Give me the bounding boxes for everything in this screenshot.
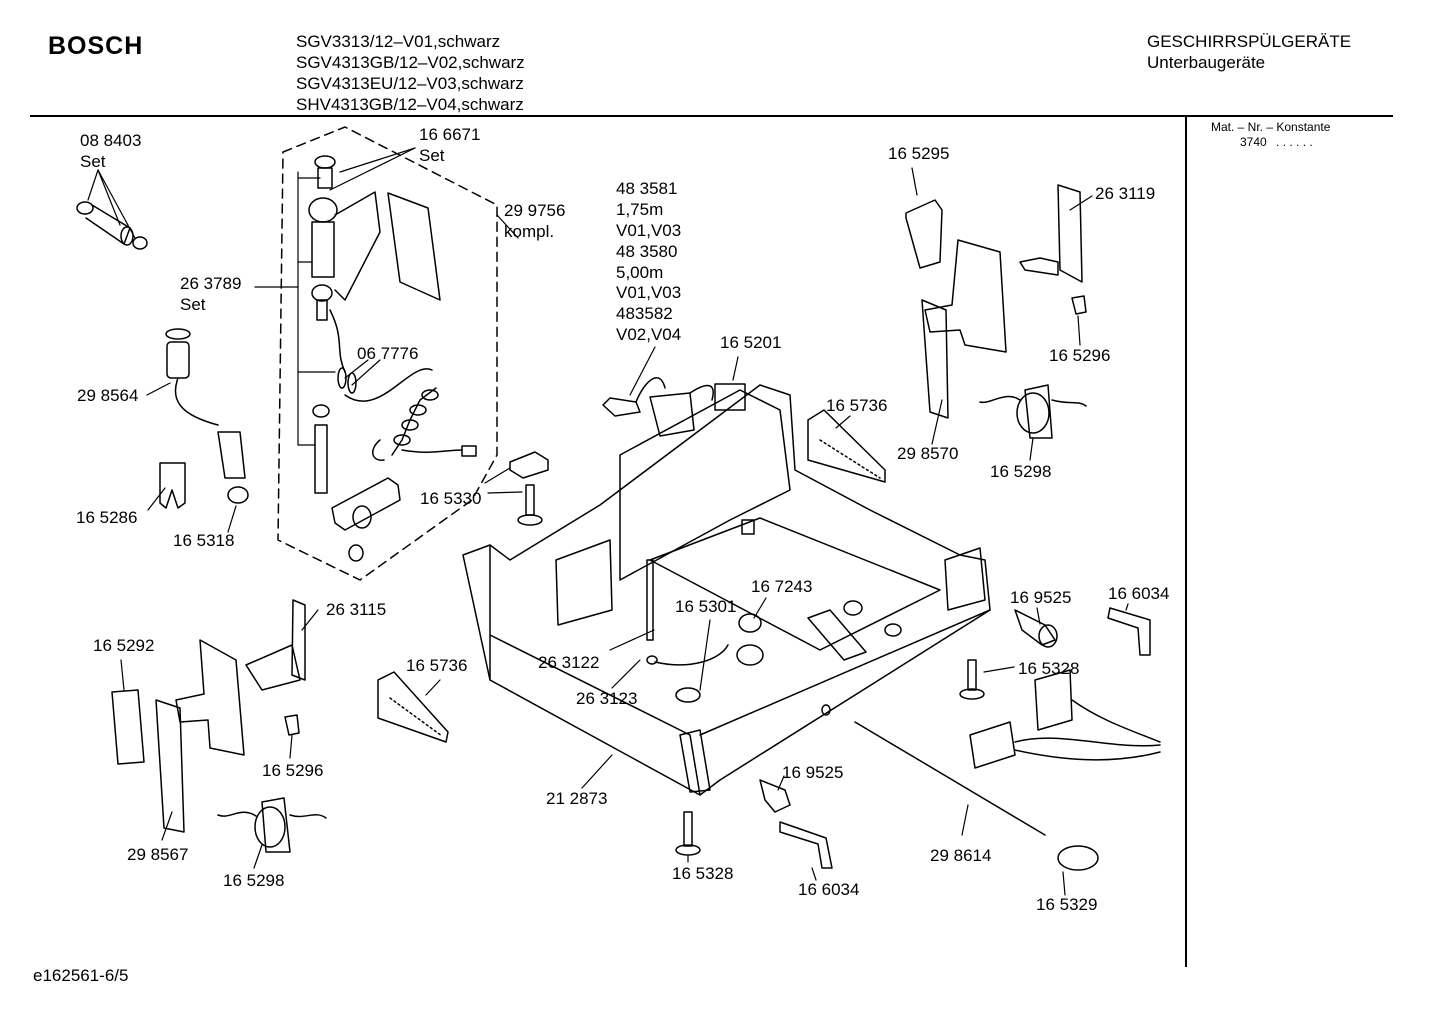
part-label: 16 5328	[672, 864, 733, 883]
part-label: 16 5296	[262, 761, 323, 780]
right-upper-brackets-part	[905, 184, 1087, 439]
model-line: SHV4313GB/12–V04,schwarz	[296, 95, 524, 114]
drain-hose-part	[165, 328, 249, 504]
leader-lines	[87, 147, 1129, 896]
right-lower-parts	[675, 607, 1161, 871]
part-label: 26 3123	[576, 689, 637, 708]
part-label: 16 5286	[76, 508, 137, 527]
sidebar-divider	[1185, 117, 1187, 967]
part-label: V01,V03	[616, 283, 681, 302]
model-line: SGV4313GB/12–V02,schwarz	[296, 53, 525, 72]
part-label: 26 3119	[1095, 184, 1155, 203]
hose-clamp-set-part	[76, 201, 148, 250]
left-lower-brackets-part	[111, 599, 327, 853]
part-label: kompl.	[504, 222, 554, 241]
inlet-valve-assembly-part	[308, 155, 477, 562]
part-label: 16 5292	[93, 636, 154, 655]
model-list: SGV3313/12–V01,schwarz SGV4313GB/12–V02,…	[296, 31, 525, 115]
part-label: 26 3115	[326, 600, 386, 619]
part-label: 29 8564	[77, 386, 138, 405]
kit-outline-dashed	[277, 126, 498, 581]
part-label: 483582	[616, 304, 673, 323]
part-label: 26 3789	[180, 274, 241, 293]
part-label: 5,00m	[616, 263, 663, 282]
part-label: 16 5201	[720, 333, 781, 352]
part-labels: 08 8403 Set 16 6671 Set 29 9756 kompl. 2…	[76, 125, 1169, 914]
part-label: 29 8567	[127, 845, 188, 864]
part-label: 16 5301	[675, 597, 736, 616]
part-label: 16 6671	[419, 125, 480, 144]
part-label: 48 3580	[616, 242, 677, 261]
category-title: GESCHIRRSPÜLGERÄTE	[1147, 32, 1352, 51]
part-label: 16 5328	[1018, 659, 1079, 678]
part-label: V01,V03	[616, 221, 681, 240]
category-block: GESCHIRRSPÜLGERÄTE Unterbaugeräte	[1147, 31, 1351, 73]
model-line: SGV3313/12–V01,schwarz	[296, 32, 501, 51]
part-label: 16 5296	[1049, 346, 1110, 365]
part-label: 16 6034	[798, 880, 859, 899]
category-subtitle: Unterbaugeräte	[1147, 53, 1266, 72]
part-label: 29 9756	[504, 201, 565, 220]
part-label: 16 9525	[782, 763, 843, 782]
part-label: 16 5298	[990, 462, 1051, 481]
sensor-part	[646, 644, 729, 666]
part-label: 16 7243	[751, 577, 812, 596]
part-label: 16 5318	[173, 531, 234, 550]
hinge-spring-left-part	[377, 671, 449, 743]
part-label: 16 5736	[406, 656, 467, 675]
part-label: 26 3122	[538, 653, 599, 672]
part-label: 16 5298	[223, 871, 284, 890]
hose-holder-part	[159, 462, 186, 509]
part-label: 29 8614	[930, 846, 991, 865]
part-label: Set	[80, 152, 106, 171]
material-number-dots: . . . . . .	[1276, 135, 1313, 149]
part-label: 16 5736	[826, 396, 887, 415]
header-divider	[30, 115, 1393, 117]
part-label: 16 5295	[888, 144, 949, 163]
part-label: 08 8403	[80, 131, 141, 150]
part-label: 48 3581	[616, 179, 677, 198]
part-label: 29 8570	[897, 444, 958, 463]
part-label: 1,75m	[616, 200, 663, 219]
material-number-title: Mat. – Nr. – Konstante	[1211, 120, 1331, 134]
material-number-row: 3740 . . . . . .	[1240, 135, 1313, 149]
cable-harness-part	[602, 377, 746, 437]
part-label: 21 2873	[546, 789, 607, 808]
hinge-spring-right-part	[807, 409, 886, 483]
part-label: 16 5329	[1036, 895, 1097, 914]
part-label: 16 6034	[1108, 584, 1169, 603]
part-label: Set	[419, 146, 445, 165]
part-label: Set	[180, 295, 206, 314]
material-number-value: 3740	[1240, 135, 1267, 149]
brand-logo: BOSCH	[48, 32, 144, 60]
part-label: 16 9525	[1010, 588, 1071, 607]
clip-and-screw-part	[509, 451, 549, 526]
part-label: 06 7776	[357, 344, 418, 363]
base-tub-part	[462, 384, 991, 796]
model-line: SGV4313EU/12–V03,schwarz	[296, 74, 524, 93]
part-label: 16 5330	[420, 489, 481, 508]
document-reference: e162561-6/5	[33, 966, 129, 985]
part-label: V02,V04	[616, 325, 681, 344]
